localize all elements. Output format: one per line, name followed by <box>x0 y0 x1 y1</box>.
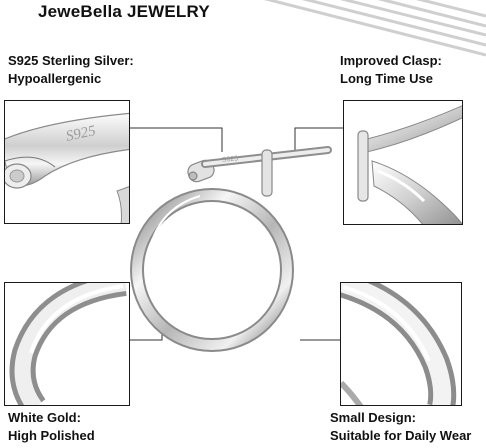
detail-box-small-design <box>340 282 462 406</box>
small-design-closeup-image <box>341 283 457 405</box>
caption-small-design: Small Design: Suitable for Daily Wear <box>330 409 471 445</box>
caption-sterling-silver-line2: Hypoallergenic <box>8 71 102 86</box>
clasp-catch <box>261 149 273 197</box>
detail-box-engraving: S925 <box>4 100 130 224</box>
engraving-closeup-image: S925 <box>5 112 129 223</box>
caption-white-gold-line2: High Polished <box>8 428 95 443</box>
stripe-4 <box>377 0 486 28</box>
clasp-closeup-image <box>357 105 462 224</box>
stripe-5 <box>415 0 486 18</box>
stripe-3 <box>339 0 486 37</box>
brand-title: JeweBella JEWELRY <box>38 2 210 21</box>
caption-improved-clasp-line1: Improved Clasp: <box>340 53 442 68</box>
polished-closeup-image <box>9 283 127 405</box>
caption-small-design-line1: Small Design: <box>330 410 416 425</box>
hoop-engraving-text: S925 <box>221 155 238 164</box>
detail-box-clasp <box>343 100 463 225</box>
hoop-earring-image: S925 <box>130 146 332 352</box>
stripe-1 <box>263 0 486 57</box>
caption-white-gold-line1: White Gold: <box>8 410 81 425</box>
caption-small-design-line2: Suitable for Daily Wear <box>330 428 472 443</box>
stripe-2 <box>301 0 486 47</box>
caption-sterling-silver: S925 Sterling Silver: Hypoallergenic <box>8 52 134 88</box>
engraving-text: S925 <box>65 123 98 145</box>
caption-improved-clasp-line2: Long Time Use <box>340 71 433 86</box>
detail-box-polished <box>4 282 130 406</box>
caption-sterling-silver-line1: S925 Sterling Silver: <box>8 53 134 68</box>
caption-improved-clasp: Improved Clasp: Long Time Use <box>340 52 442 88</box>
caption-white-gold: White Gold: High Polished <box>8 409 95 445</box>
